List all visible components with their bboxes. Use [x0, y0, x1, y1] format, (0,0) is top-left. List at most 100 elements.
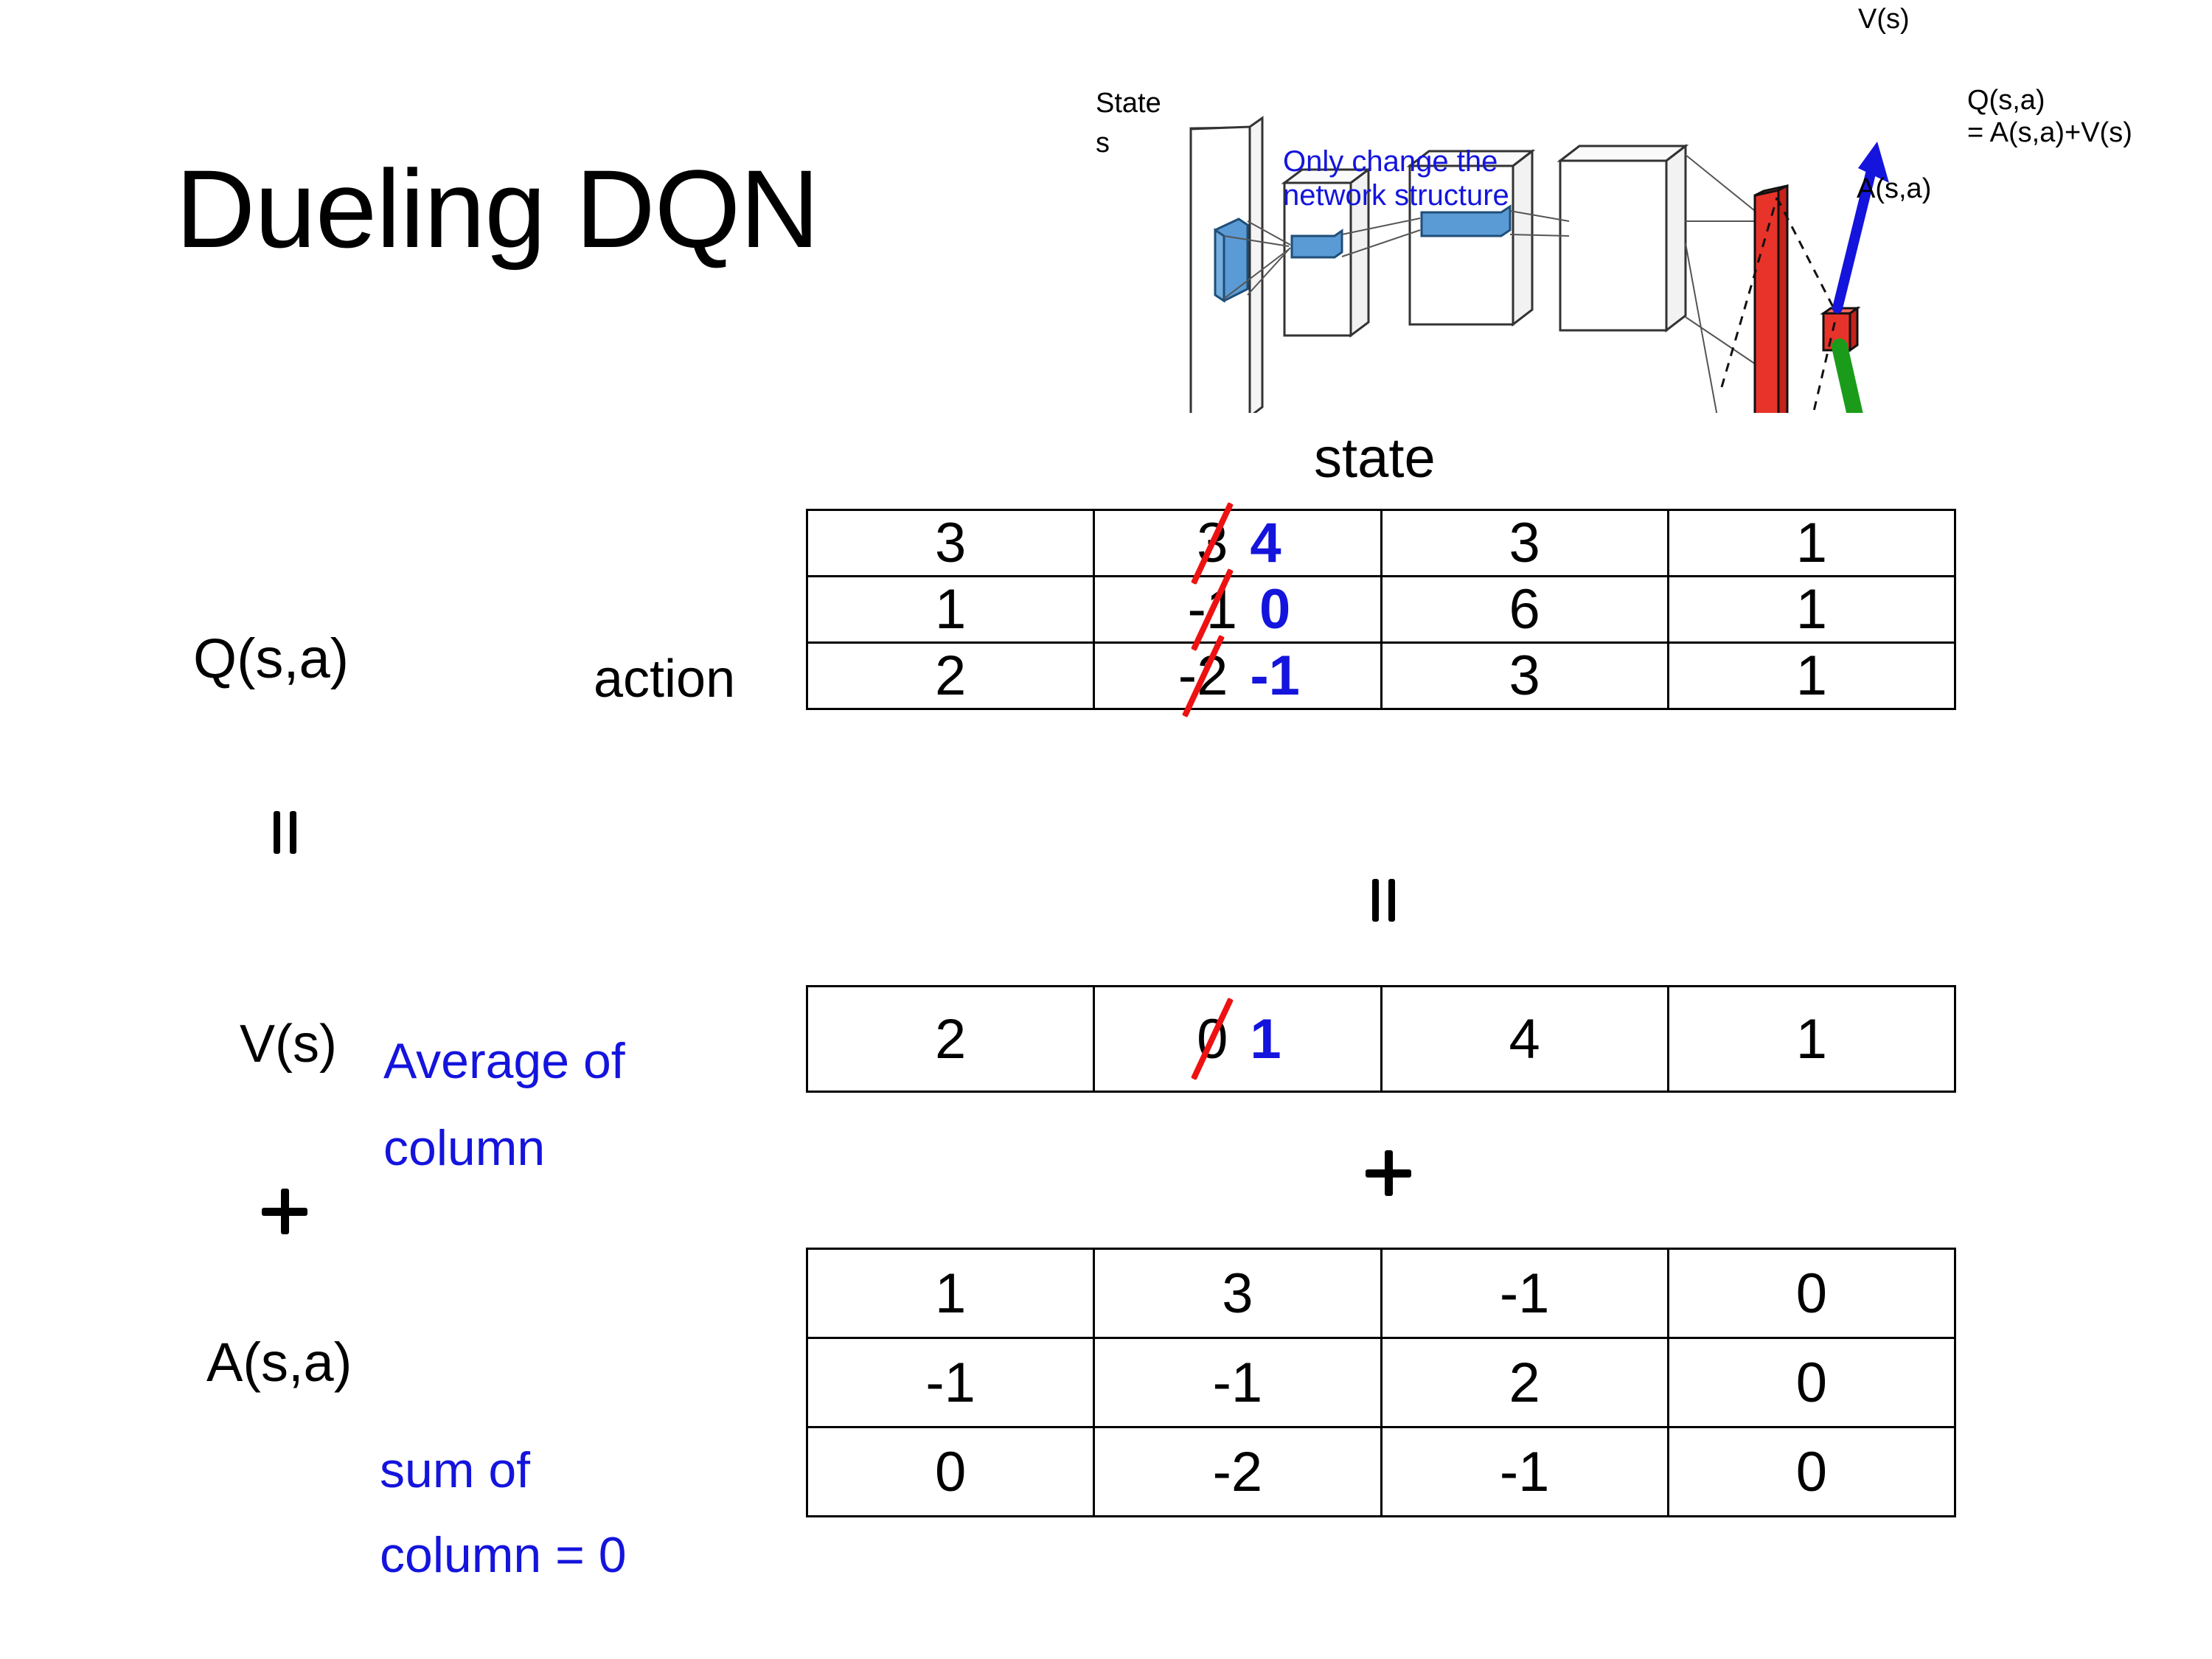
table-row: 0 -2 -1 0 [805, 1426, 1957, 1517]
q-cell-r0c1: 3 4 [1093, 501, 1382, 585]
q-cell-r1c1: -1 0 [1093, 568, 1382, 651]
a-cell-r1c2: 2 [1380, 1337, 1669, 1428]
a-cell-value: 0 [1795, 1351, 1828, 1414]
a-cell-value: -1 [1499, 1440, 1550, 1503]
v-cell-new-value: 1 [1250, 1007, 1281, 1071]
a-value-table: 1 3 -1 0 -1 -1 2 [805, 1248, 1957, 1517]
q-cell-r1c3: 1 [1666, 575, 1957, 644]
diagram-q-label-line2: = A(s,a)+V(s) [1967, 117, 2132, 148]
v-cell-c3: 1 [1666, 985, 1957, 1093]
diagram-a-label: A(s,a) [1857, 173, 1931, 204]
a-cell-r1c3: 0 [1666, 1337, 1957, 1428]
q-cell-r2c1: -2 -1 [1093, 634, 1382, 717]
v-cell-value: 4 [1509, 1007, 1540, 1071]
q-cell-old-value-wrap: 3 [1191, 501, 1234, 585]
equals-sign-q-to-v [1368, 879, 1402, 922]
q-cell-old-value: -1 [1187, 578, 1238, 641]
a-cell-value: 3 [1222, 1262, 1253, 1325]
a-cell-r0c3: 0 [1666, 1248, 1957, 1339]
a-cell-r1c1: -1 [1093, 1337, 1382, 1428]
v-output-arrow-icon [1832, 142, 1889, 313]
q-cell-value: 3 [934, 512, 967, 574]
q-value-table: 3 3 4 3 1 1 [805, 501, 1957, 717]
table-row: 2 -2 -1 3 1 [805, 634, 1957, 717]
v-cell-value: 1 [1795, 1007, 1828, 1071]
aggregation-dashed-lines [1720, 197, 1837, 413]
q-cell-r0c3: 1 [1666, 509, 1957, 577]
q-cell-value: 3 [1509, 512, 1540, 574]
q-cell-old-value-wrap: -2 [1175, 634, 1231, 717]
q-cell-r1c2: 6 [1380, 575, 1669, 644]
table-row: 1 3 -1 0 [805, 1248, 1957, 1339]
a-cell-r0c0: 1 [805, 1248, 1096, 1339]
q-cell-new-value: 4 [1250, 512, 1281, 574]
a-cell-value: -1 [1212, 1351, 1263, 1414]
v-table-label: V(s) [240, 1015, 337, 1074]
q-cell-r0c2: 3 [1380, 509, 1669, 577]
a-cell-r2c1: -2 [1093, 1426, 1382, 1517]
v-cell-c1: 0 1 [1093, 985, 1382, 1093]
a-cell-r2c0: 0 [805, 1426, 1096, 1517]
diagram-note-line1: Only change the [1283, 145, 1498, 178]
a-cell-value: -1 [1499, 1262, 1550, 1325]
a-cell-value: 0 [1795, 1262, 1828, 1325]
input-patch-icon [1214, 218, 1249, 303]
q-cell-new-value: 0 [1259, 578, 1291, 641]
q-cell-old-value: -2 [1178, 644, 1228, 707]
equals-sign-left-q [269, 811, 303, 854]
q-cell-value: 3 [1509, 644, 1540, 707]
q-cell-value: 6 [1509, 578, 1540, 641]
v-cell-old-value-wrap: 0 [1191, 997, 1234, 1081]
page-title: Dueling DQN [175, 147, 820, 271]
diagram-v-label: V(s) [1858, 4, 1910, 35]
diagram-q-label-line1: Q(s,a) [1967, 85, 2045, 116]
a-cell-r1c0: -1 [805, 1337, 1096, 1428]
a-table-label: A(s,a) [206, 1332, 352, 1393]
a-cell-value: -1 [925, 1351, 975, 1414]
q-cell-value: 1 [934, 578, 967, 641]
q-cell-r1c0: 1 [805, 575, 1096, 644]
q-cell-r2c2: 3 [1380, 641, 1669, 710]
q-table-label: Q(s,a) [193, 627, 349, 690]
plus-sign-left-a [262, 1189, 307, 1234]
conv-layer-2-icon [1406, 148, 1536, 327]
q-cell-r2c0: 2 [805, 641, 1096, 710]
conv-layer-3-icon [1557, 143, 1689, 333]
value-stream-bar-icon [1753, 184, 1789, 413]
q-cell-r0c0: 3 [805, 509, 1096, 577]
a-cell-r0c1: 3 [1093, 1248, 1382, 1339]
v-value-table: 2 0 1 4 1 [805, 985, 1957, 1093]
sum-of-column-note-line2: column = 0 [380, 1527, 627, 1583]
conv-layer-1-icon [1281, 167, 1372, 338]
a-cell-value: 1 [934, 1262, 967, 1325]
diagram-state-label-line2: s [1096, 128, 1110, 159]
dueling-network-diagram: State s Only change the network structur… [1091, 0, 2212, 413]
q-cell-old-value-wrap: -1 [1184, 568, 1240, 651]
q-cell-value: 2 [934, 644, 967, 707]
action-axis-label: action [594, 650, 736, 709]
combine-green-paths [1832, 338, 1863, 413]
q-cell-r2c3: 1 [1666, 641, 1957, 710]
average-of-column-note-line1: Average of [383, 1033, 625, 1089]
connection-lines [1223, 154, 1763, 413]
state-axis-label: state [1314, 427, 1436, 490]
sum-of-column-note-line1: sum of [380, 1442, 531, 1498]
q-cell-value: 1 [1795, 644, 1828, 707]
table-row: -1 -1 2 0 [805, 1337, 1957, 1428]
a-cell-value: 0 [1795, 1440, 1828, 1503]
a-cell-r0c2: -1 [1380, 1248, 1669, 1339]
v-cell-c0: 2 [805, 985, 1096, 1093]
q-cell-value: 1 [1795, 578, 1828, 641]
q-cell-new-value: -1 [1250, 644, 1300, 707]
a-cell-value: 2 [1509, 1351, 1540, 1414]
diagram-state-label-line1: State [1096, 88, 1161, 119]
table-row: 2 0 1 4 1 [805, 985, 1957, 1093]
diagram-note-line2: network structure [1283, 179, 1509, 212]
v-cell-value: 2 [934, 1007, 967, 1071]
v-cell-old-value: 0 [1197, 1007, 1228, 1071]
a-cell-value: -2 [1212, 1440, 1263, 1503]
a-cell-r2c3: 0 [1666, 1426, 1957, 1517]
q-cell-value: 1 [1795, 512, 1828, 574]
q-cell-old-value: 3 [1197, 512, 1228, 574]
